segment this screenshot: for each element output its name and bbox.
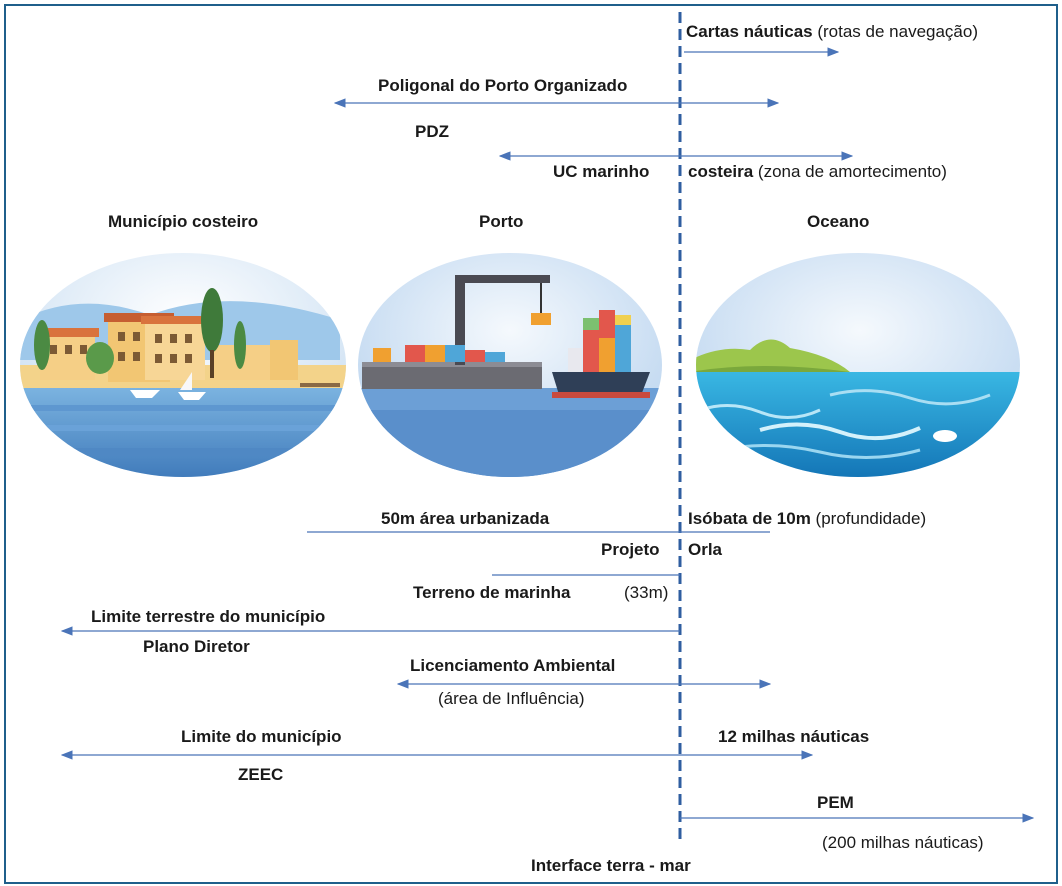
limite-terrestre-label: Limite terrestre do município xyxy=(91,607,326,626)
uc-left-label: UC marinho xyxy=(553,162,650,181)
uc-right-rest: (zona de amortecimento) xyxy=(753,162,947,181)
licenciamento-label: Licenciamento Ambiental xyxy=(410,656,616,675)
panel-title-municipio: Município costeiro xyxy=(108,212,259,231)
milhas200-label: (200 milhas náuticas) xyxy=(822,833,984,852)
interface-mar: mar xyxy=(659,856,691,875)
area-urbanizada-label: 50m área urbanizada xyxy=(381,509,550,528)
terreno-33m-label: (33m) xyxy=(624,583,669,602)
interface-dash: - xyxy=(649,856,655,875)
cartas-label-rest: (rotas de navegação) xyxy=(812,22,979,41)
interface-terra: Interface terra xyxy=(531,856,645,875)
projeto-label: Projeto xyxy=(601,540,660,559)
municipio-illustration xyxy=(20,253,346,477)
milhas12-label: 12 milhas náuticas xyxy=(718,727,870,746)
isobata-label: Isóbata de 10m (profundidade) xyxy=(688,509,926,529)
pdz-label: PDZ xyxy=(415,122,449,141)
orla-label: Orla xyxy=(688,540,723,559)
interface-label: Interface terra - mar xyxy=(531,856,691,876)
area-influencia-label: (área de Influência) xyxy=(438,689,585,708)
isobata-bold: Isóbata de 10m xyxy=(688,509,811,528)
limite-municipio-label: Limite do município xyxy=(181,727,342,746)
terreno-label: Terreno de marinha xyxy=(413,583,571,602)
isobata-rest: (profundidade) xyxy=(810,509,927,528)
uc-right-label: costeira (zona de amortecimento) xyxy=(688,162,947,182)
cartas-label-bold: Cartas náuticas xyxy=(686,22,813,41)
zeec-label: ZEEC xyxy=(238,765,284,784)
panel-title-oceano: Oceano xyxy=(807,212,870,231)
poligonal-label: Poligonal do Porto Organizado xyxy=(378,76,628,95)
pem-label: PEM xyxy=(817,793,854,812)
plano-diretor-label: Plano Diretor xyxy=(143,637,250,656)
cartas-label: Cartas náuticas (rotas de navegação) xyxy=(686,22,978,42)
oceano-illustration xyxy=(696,253,1020,477)
uc-right-bold: costeira xyxy=(688,162,754,181)
panel-title-porto: Porto xyxy=(479,212,524,231)
diagram-frame xyxy=(4,4,1058,884)
porto-illustration xyxy=(358,253,662,477)
